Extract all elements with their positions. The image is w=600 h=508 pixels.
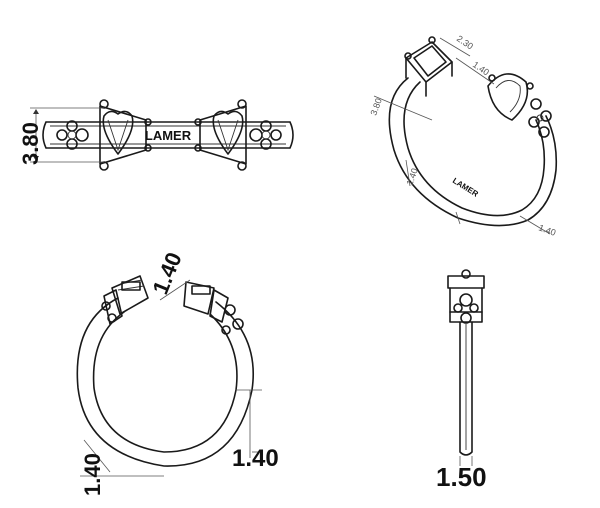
height-label: 3.80 bbox=[18, 122, 43, 165]
edge-view-drawing: 1.50 bbox=[436, 269, 487, 492]
brand-side-text: LAMER bbox=[451, 176, 480, 199]
top-view: LAMER 3.80 bbox=[0, 60, 320, 190]
brand-text: LAMER bbox=[145, 128, 192, 143]
side-band-right-label: 1.40 bbox=[232, 445, 279, 472]
height-dimension bbox=[30, 107, 104, 163]
perspective-view: LAMER bbox=[360, 20, 590, 250]
edge-view: 1.50 bbox=[420, 260, 550, 500]
persp-left-setting bbox=[404, 36, 453, 97]
left-heart-setting bbox=[99, 99, 152, 171]
right-cluster bbox=[249, 120, 282, 150]
side-gap-label: 1.40 bbox=[147, 249, 186, 298]
side-left-setting bbox=[101, 275, 149, 325]
right-heart-setting bbox=[194, 99, 247, 171]
side-view-drawing: 1.40 1.40 1.40 bbox=[76, 249, 279, 496]
persp-label-d: 1.40 bbox=[404, 167, 419, 187]
perspective-drawing: LAMER bbox=[368, 33, 557, 238]
edge-band bbox=[459, 321, 473, 456]
side-right-setting bbox=[183, 281, 244, 335]
edge-settings bbox=[447, 269, 485, 324]
side-view: 1.40 1.40 1.40 bbox=[0, 240, 320, 508]
persp-label-e: 1.40 bbox=[537, 222, 557, 237]
side-dimensions bbox=[80, 279, 262, 477]
left-cluster bbox=[56, 120, 89, 150]
perspective-dimensions bbox=[373, 37, 551, 235]
side-band-left-label: 1.40 bbox=[80, 453, 105, 496]
persp-label-c: 3.80 bbox=[368, 97, 383, 117]
edge-width-label: 1.50 bbox=[436, 462, 487, 492]
edge-dimension bbox=[459, 456, 473, 466]
top-view-drawing: LAMER 3.80 bbox=[18, 99, 294, 171]
persp-right-setting bbox=[487, 73, 552, 138]
